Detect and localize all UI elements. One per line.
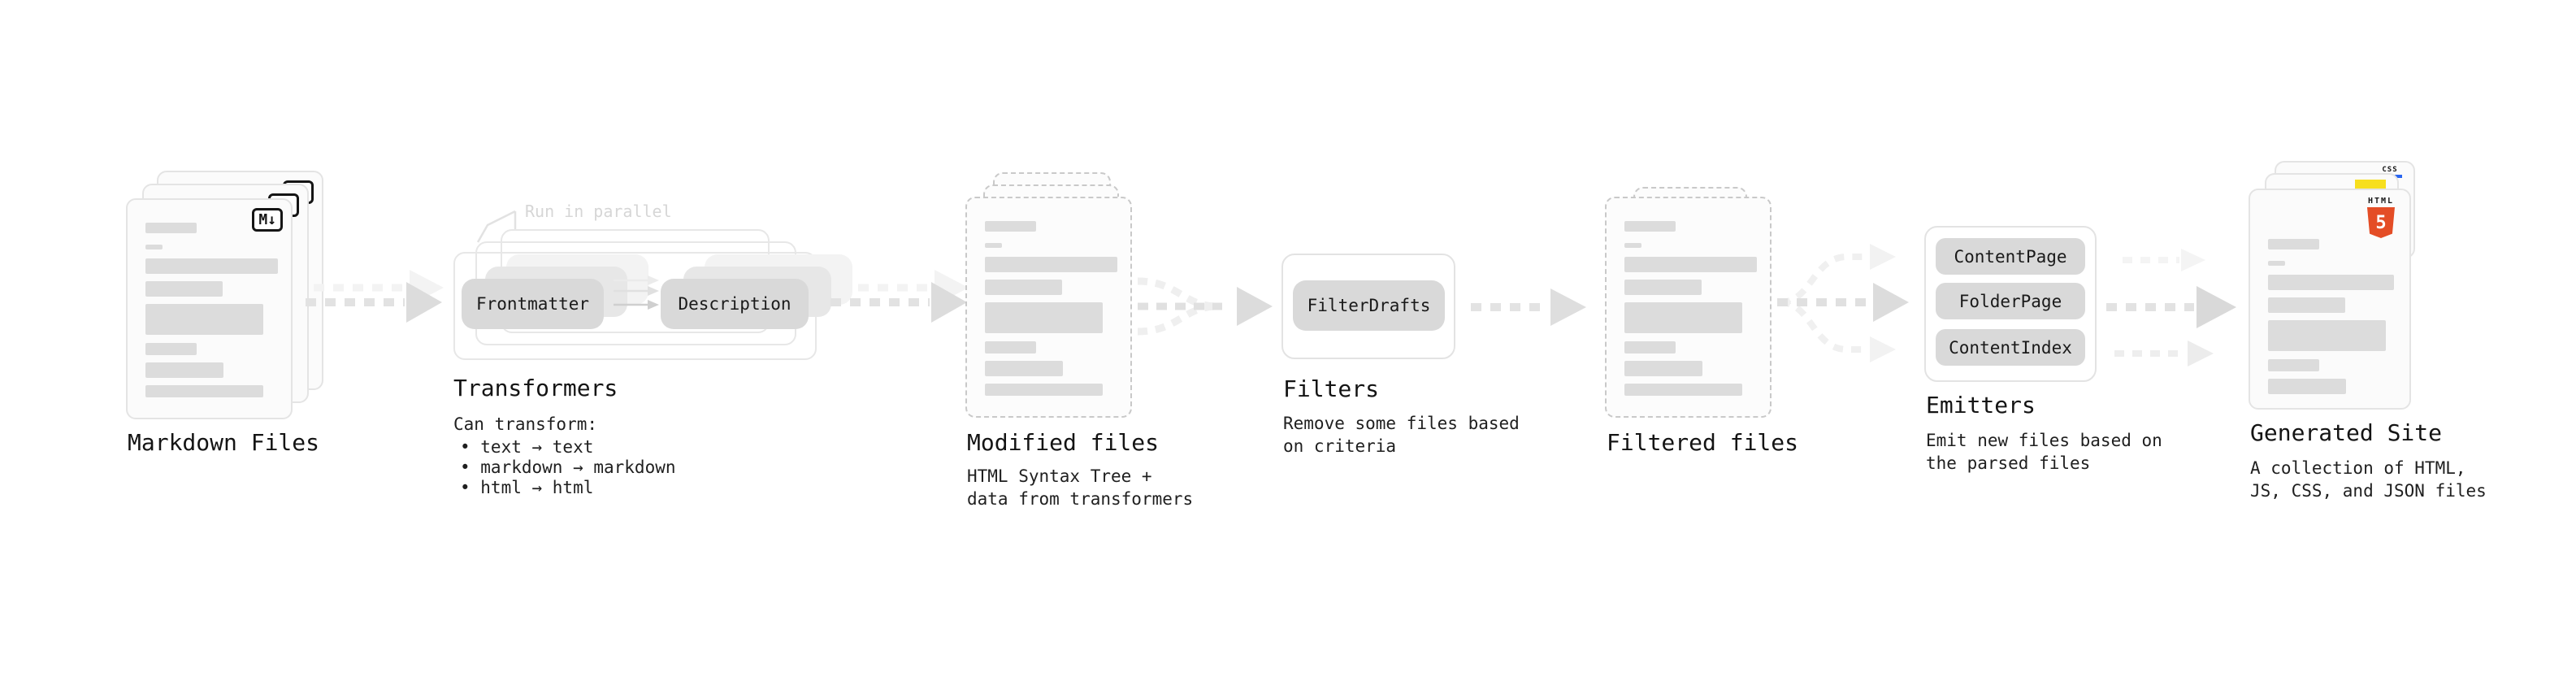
filtered-file-card-front xyxy=(1605,197,1772,418)
skeleton-text-lines xyxy=(145,223,278,397)
skeleton-bar xyxy=(985,341,1036,354)
skeleton-text-lines xyxy=(985,221,1117,396)
stage-title-markdown-files: Markdown Files xyxy=(128,429,320,456)
stage-generated-site: CSS HTML 5 Generated Site A collection o… xyxy=(2249,161,2487,510)
emitter-pill-folderpage: FolderPage xyxy=(1936,283,2085,319)
skeleton-bar xyxy=(1624,361,1702,376)
skeleton-bar xyxy=(145,304,263,335)
flow-arrow-branch xyxy=(1777,244,1909,362)
skeleton-bar xyxy=(145,223,197,233)
skeleton-bar xyxy=(1624,280,1702,295)
skeleton-text-lines xyxy=(2268,239,2394,401)
flow-arrow-triple xyxy=(2106,249,2236,367)
transformers-description: Can transform: xyxy=(453,414,598,434)
stage-transformers: Run in parallel Frontmatter Description … xyxy=(452,200,852,509)
stage-title-generated-site: Generated Site xyxy=(2250,419,2443,446)
parallel-arrow-icon xyxy=(614,300,659,310)
skeleton-bar xyxy=(2268,359,2319,371)
generated-file-card-html: HTML 5 xyxy=(2249,189,2411,410)
flow-arrow-merge xyxy=(1137,277,1273,336)
filter-pill-filterdrafts: FilterDrafts xyxy=(1293,280,1445,331)
emitter-pill-contentindex: ContentIndex xyxy=(1936,329,2085,366)
filters-description: Remove some files based xyxy=(1283,414,1520,433)
skeleton-bar xyxy=(145,258,278,274)
skeleton-bar xyxy=(2268,297,2345,313)
run-in-parallel-note: Run in parallel xyxy=(525,202,672,221)
transformers-bullet: • html → html xyxy=(460,478,594,497)
modified-file-card-front xyxy=(965,197,1132,418)
skeleton-bar xyxy=(2268,239,2319,249)
generated-site-description: JS, CSS, and JSON files xyxy=(2250,481,2487,501)
skeleton-bar xyxy=(2268,320,2386,351)
modified-files-description: data from transformers xyxy=(967,489,1194,509)
flow-arrow-multi xyxy=(830,270,969,323)
stage-filters: FilterDrafts Filters Remove some files b… xyxy=(1281,254,1520,465)
stage-title-filters: Filters xyxy=(1283,375,1380,402)
markdown-file-card-front: M↓ xyxy=(126,198,293,419)
emitters-description: Emit new files based on xyxy=(1926,431,2162,450)
stage-modified-files: Modified files HTML Syntax Tree + data f… xyxy=(965,172,1193,530)
skeleton-bar xyxy=(985,243,1002,248)
generated-site-description: A collection of HTML, xyxy=(2250,458,2466,478)
stage-emitters: ContentPage FolderPage ContentIndex Emit… xyxy=(1924,226,2162,478)
skeleton-text-lines xyxy=(1624,221,1757,396)
skeleton-bar xyxy=(145,281,223,297)
skeleton-bar xyxy=(985,257,1117,272)
skeleton-bar xyxy=(1624,243,1641,248)
parallel-arrow-icon xyxy=(614,286,659,296)
skeleton-bar xyxy=(145,385,263,397)
transformer-pill-description: Description xyxy=(661,279,809,329)
transformers-bullet: • text → text xyxy=(460,437,594,457)
skeleton-bar xyxy=(2268,275,2394,290)
skeleton-bar xyxy=(1624,341,1676,354)
skeleton-bar xyxy=(1624,384,1742,396)
markdown-icon: M↓ xyxy=(252,208,283,232)
stage-filtered-files: Filtered files xyxy=(1605,187,1808,479)
emitter-pill-contentpage: ContentPage xyxy=(1936,238,2085,275)
skeleton-bar xyxy=(2268,379,2346,394)
skeleton-bar xyxy=(1624,302,1742,333)
skeleton-bar xyxy=(1624,221,1676,232)
flow-arrow-single xyxy=(1471,288,1586,326)
stage-title-emitters: Emitters xyxy=(1926,392,2036,419)
skeleton-bar xyxy=(145,362,223,378)
stage-markdown-files: M↓ M↓ M↓ Markdown Files xyxy=(126,171,329,512)
stage-title-filtered-files: Filtered files xyxy=(1607,429,1799,456)
skeleton-bar xyxy=(985,280,1062,295)
note-leader-line xyxy=(476,210,517,243)
transformers-bullet: • markdown → markdown xyxy=(460,458,676,477)
skeleton-bar xyxy=(2268,261,2285,266)
skeleton-bar xyxy=(1624,257,1757,272)
skeleton-bar xyxy=(985,302,1103,333)
skeleton-bar xyxy=(985,221,1036,232)
stage-title-transformers: Transformers xyxy=(453,375,618,401)
emitters-description: the parsed files xyxy=(1926,453,2091,473)
skeleton-bar xyxy=(985,384,1103,396)
stage-title-modified-files: Modified files xyxy=(967,429,1160,456)
parallel-arrow-icon xyxy=(614,275,659,285)
skeleton-bar xyxy=(145,245,163,249)
flow-arrow-multi xyxy=(306,270,444,323)
filters-description: on criteria xyxy=(1283,436,1397,456)
html5-icon: HTML 5 xyxy=(2362,197,2400,238)
skeleton-bar xyxy=(985,361,1063,376)
skeleton-bar xyxy=(145,343,197,355)
transformer-pill-frontmatter: Frontmatter xyxy=(462,279,604,329)
modified-files-description: HTML Syntax Tree + xyxy=(967,466,1152,486)
